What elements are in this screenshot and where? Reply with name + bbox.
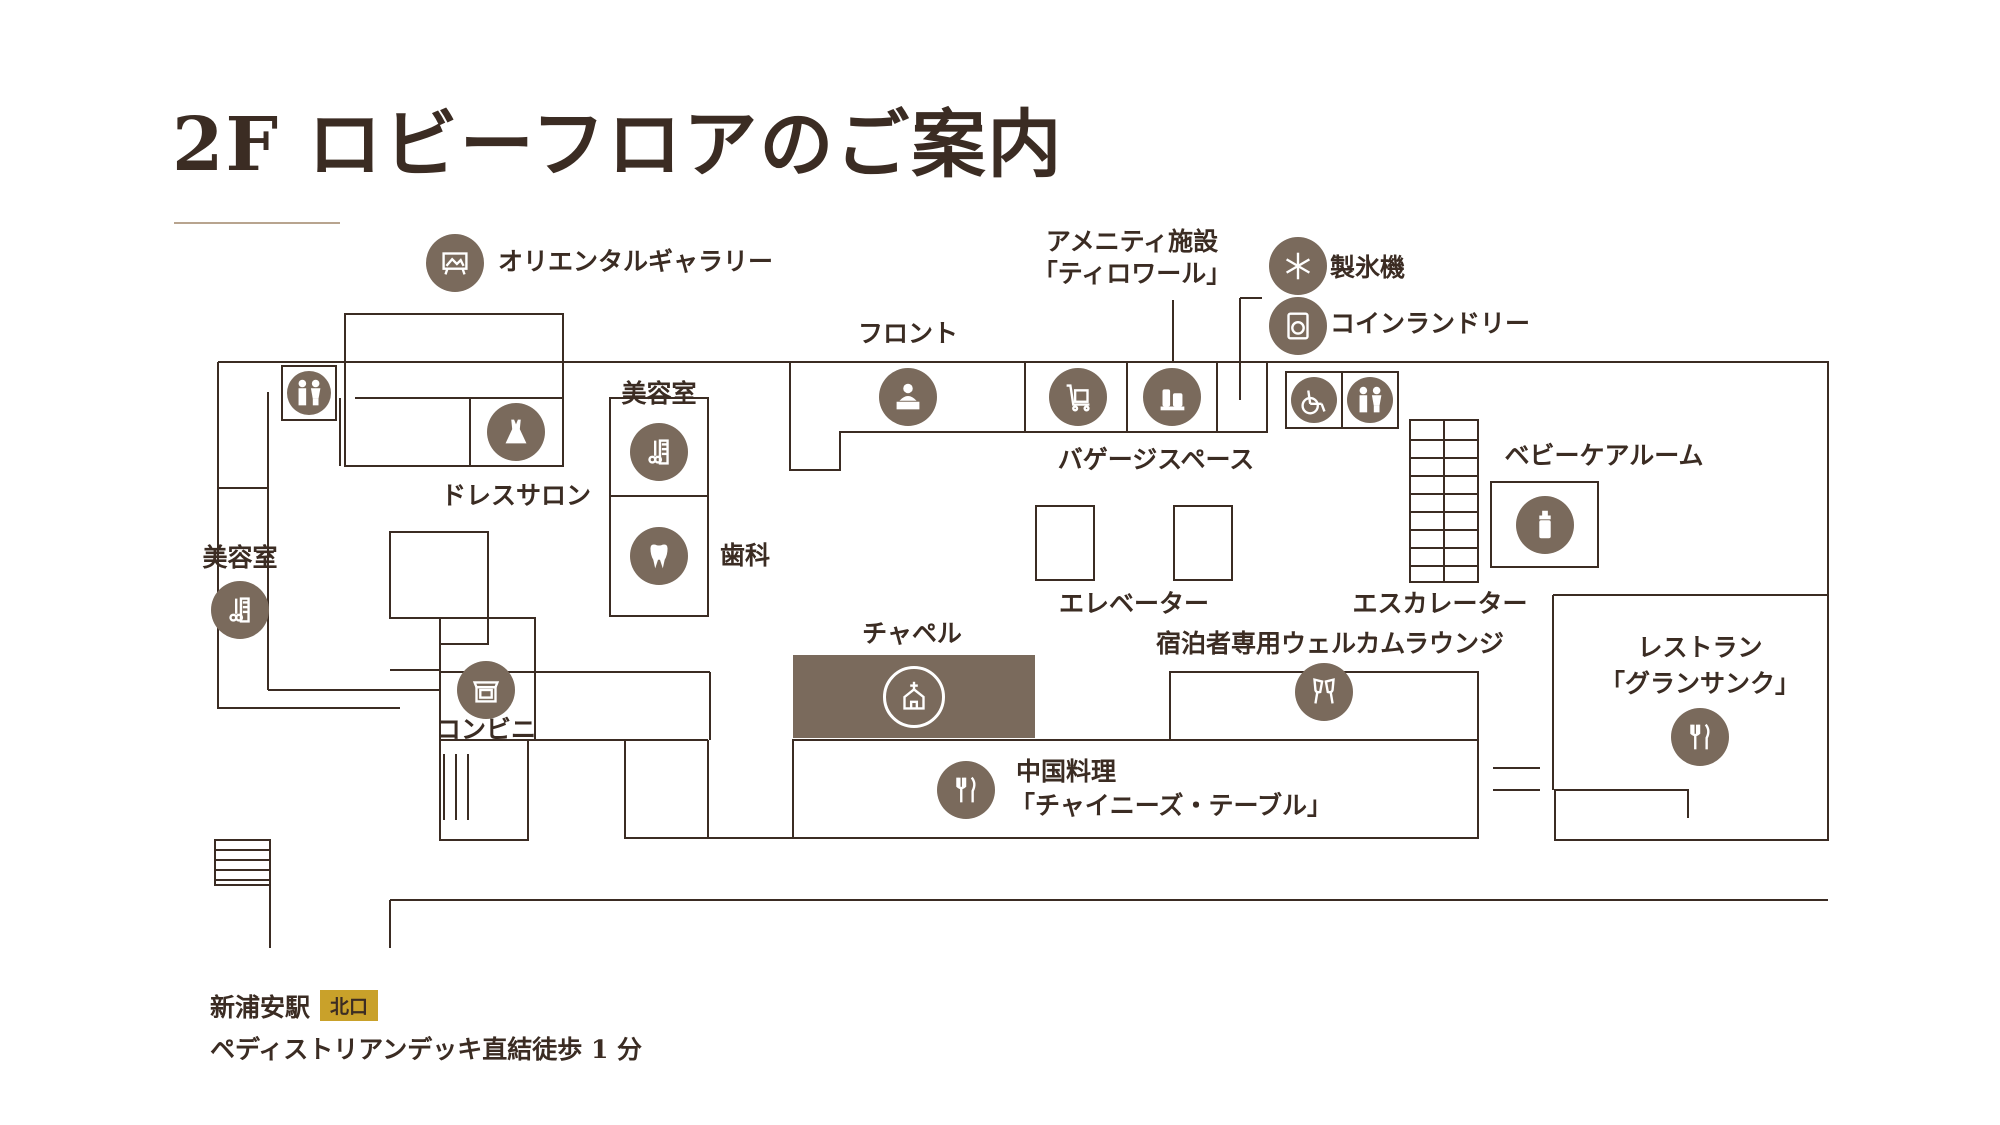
label-front: フロント — [857, 319, 959, 348]
label-beauty-salon-left: 美容室 — [202, 543, 278, 572]
page-title: 2F ロビーフロアのご案内 — [172, 102, 1064, 188]
restaurant-icon — [1671, 708, 1729, 766]
title-underline — [174, 222, 340, 224]
dental-icon — [630, 527, 688, 585]
beauty-dental-block — [609, 397, 709, 617]
label-ice-machine: 製氷機 — [1330, 253, 1406, 282]
label-oriental-gallery: オリエンタルギャラリー — [498, 247, 774, 276]
wheelchair-icon — [1291, 377, 1337, 423]
label-escalator: エスカレーター — [1352, 589, 1528, 618]
restaurant-icon-chinese — [937, 761, 995, 819]
label-coin-laundry: コインランドリー — [1330, 309, 1531, 338]
station-name: 新浦安駅 — [210, 993, 311, 1022]
label-elevator: エレベーター — [1058, 589, 1210, 618]
label-dress-salon: ドレスサロン — [440, 481, 592, 510]
gallery-icon — [426, 234, 484, 292]
amenity-icon — [1143, 368, 1201, 426]
label-chapel: チャペル — [862, 619, 962, 648]
beauty-icon-left — [211, 581, 269, 639]
label-baggage-space: バゲージスペース — [1057, 445, 1255, 474]
ice-icon — [1269, 237, 1327, 295]
chapel-icon — [883, 666, 945, 728]
station-info: 新浦安駅北口 — [210, 988, 379, 1024]
restroom-icon — [287, 371, 331, 415]
beauty-icon — [630, 423, 688, 481]
label-beauty-salon-center: 美容室 — [621, 379, 697, 408]
champagne-icon — [1295, 663, 1353, 721]
restroom-icon-right — [1347, 377, 1393, 423]
access-note: ペディストリアンデッキ直結徒歩 1 分 — [210, 1035, 643, 1064]
escalator-steps — [1410, 439, 1478, 567]
label-dental: 歯科 — [720, 541, 771, 570]
luggage-icon — [1049, 368, 1107, 426]
stairs-steps — [215, 849, 270, 881]
front-desk-icon — [879, 368, 937, 426]
label-restaurant-name: 「グランサンク」 — [1599, 669, 1801, 698]
laundry-icon — [1269, 297, 1327, 355]
label-amenity: アメニティ施設 — [1045, 227, 1219, 256]
label-baby-care-room: ベビーケアルーム — [1504, 441, 1704, 470]
label-convenience-store: コンビニ — [435, 715, 537, 744]
dress-icon — [487, 403, 545, 461]
baby-bottle-icon — [1516, 496, 1574, 554]
label-restaurant: レストラン — [1637, 633, 1763, 662]
label-chinese-restaurant-name: 「チャイニーズ・テーブル」 — [1010, 791, 1333, 820]
exit-badge: 北口 — [320, 990, 379, 1021]
label-chinese-restaurant: 中国料理 — [1016, 757, 1117, 786]
convenience-24-icon — [457, 661, 515, 719]
label-amenity-name: 「ティロワール」 — [1032, 259, 1232, 288]
label-guest-lounge: 宿泊者専用ウェルカムラウンジ — [1155, 629, 1505, 658]
